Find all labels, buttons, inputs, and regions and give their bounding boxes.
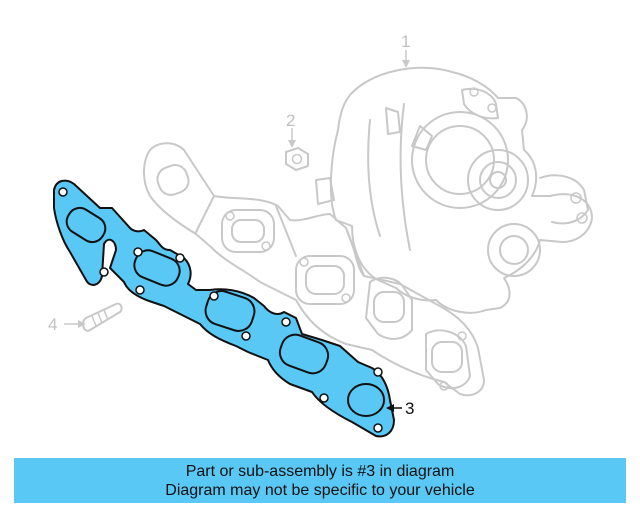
- banner-line-2: Diagram may not be specific to your vehi…: [165, 481, 475, 499]
- callout-2-label: 2: [286, 111, 295, 130]
- banner-line-1: Part or sub-assembly is #3 in diagram: [185, 462, 455, 480]
- callout-leaders: [386, 50, 410, 412]
- nut-part-ghost: [285, 128, 309, 171]
- callout-1-label: 1: [401, 32, 410, 51]
- callout-4-label: 4: [48, 315, 57, 334]
- stud-part-ghost: [64, 302, 123, 332]
- info-banner: Part or sub-assembly is #3 in diagram Di…: [14, 458, 626, 503]
- exhaust-gasket-highlight: [53, 179, 395, 438]
- callout-3-label: 3: [405, 399, 414, 418]
- turbocharger-ghost: [315, 66, 593, 314]
- exhaust-manifold-ghost: [143, 142, 485, 397]
